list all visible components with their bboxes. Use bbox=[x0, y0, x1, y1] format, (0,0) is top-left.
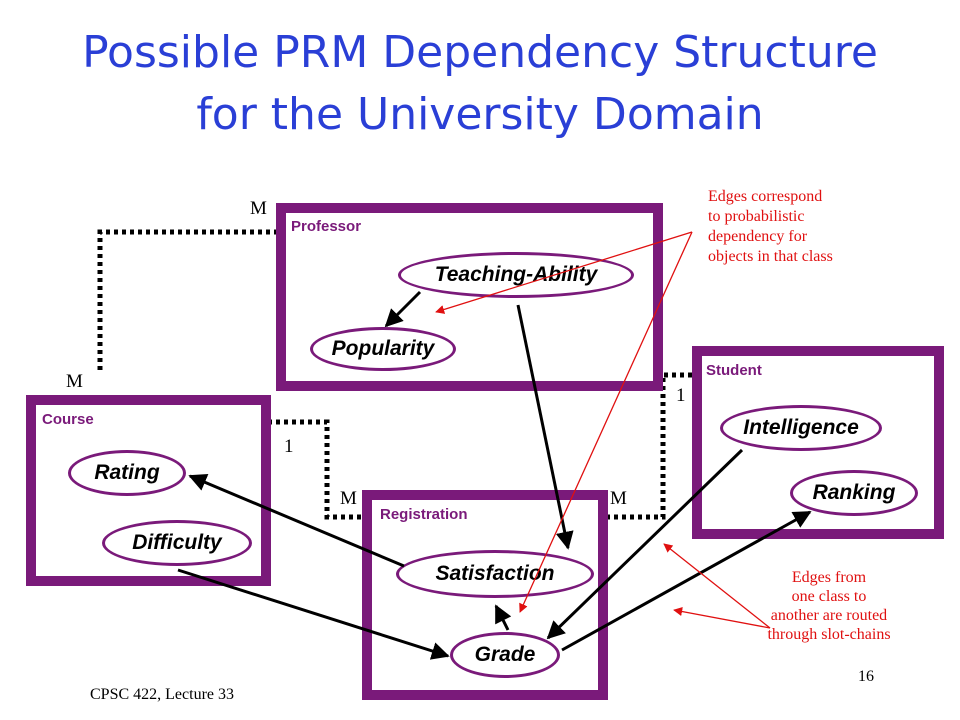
edge-satisfaction-to-rating bbox=[188, 473, 405, 568]
edge-grade-to-ranking bbox=[561, 510, 812, 652]
annotation-class-edges-line: to probabilistic bbox=[708, 208, 805, 225]
popularity-node: Popularity bbox=[310, 327, 456, 371]
professor-class-label: Professor bbox=[291, 218, 362, 235]
slot-chain-course-registration bbox=[268, 419, 362, 520]
edge-teaching-ability-to-satisfaction bbox=[516, 304, 574, 550]
multiplicity-course-reg-course: 1 bbox=[284, 436, 294, 457]
edge-intelligence-to-grade bbox=[546, 448, 744, 640]
annotation-slot-chains-line: another are routed bbox=[770, 607, 888, 624]
pointer-to-slot-chain-student bbox=[663, 543, 771, 629]
annotation-class-edges-line: dependency for bbox=[708, 228, 808, 245]
difficulty-node: Difficulty bbox=[102, 520, 252, 566]
footer-course-label: CPSC 422, Lecture 33 bbox=[90, 686, 234, 703]
annotation-slot-chains: Edges from one class to another are rout… bbox=[744, 568, 914, 644]
multiplicity-student-reg-reg: M bbox=[610, 488, 627, 509]
edge-teaching-ability-to-popularity bbox=[384, 290, 422, 328]
registration-class-label: Registration bbox=[380, 506, 468, 523]
pointer-to-slot-chain-registration bbox=[673, 607, 771, 629]
edge-grade-to-satisfaction bbox=[494, 604, 512, 631]
student-class-label: Student bbox=[706, 362, 762, 379]
page-number: 16 bbox=[858, 668, 874, 685]
rating-node: Rating bbox=[68, 450, 186, 496]
annotation-slot-chains-line: through slot-chains bbox=[767, 626, 891, 643]
annotation-class-edges: Edges correspond to probabilistic depend… bbox=[708, 187, 833, 267]
course-class-label: Course bbox=[42, 411, 94, 428]
annotation-class-edges-line: Edges correspond bbox=[708, 188, 823, 205]
teaching-ability-node: Teaching-Ability bbox=[398, 252, 634, 298]
annotation-slot-chains-line: Edges from bbox=[791, 569, 867, 586]
satisfaction-node: Satisfaction bbox=[396, 550, 594, 598]
pointer-to-class-edge-registration bbox=[519, 231, 693, 613]
slide-title-line-2: for the University Domain bbox=[196, 89, 764, 140]
annotation-slot-chains-line: one class to bbox=[791, 588, 867, 605]
pointer-to-class-edge-professor bbox=[435, 231, 693, 314]
slot-chain-professor-course bbox=[97, 229, 278, 370]
intelligence-node: Intelligence bbox=[720, 405, 882, 451]
multiplicity-prof-course-course: M bbox=[66, 371, 83, 392]
slide-title-line-1: Possible PRM Dependency Structure bbox=[82, 27, 878, 78]
ranking-node: Ranking bbox=[790, 470, 918, 516]
edge-difficulty-to-grade bbox=[177, 568, 450, 660]
slot-chain-student-registration bbox=[606, 372, 694, 520]
multiplicity-course-reg-reg: M bbox=[340, 488, 357, 509]
annotation-class-edges-line: objects in that class bbox=[708, 248, 833, 265]
multiplicity-student-reg-student: 1 bbox=[676, 385, 686, 406]
grade-node: Grade bbox=[450, 632, 560, 678]
multiplicity-prof-course-prof: M bbox=[250, 198, 267, 219]
